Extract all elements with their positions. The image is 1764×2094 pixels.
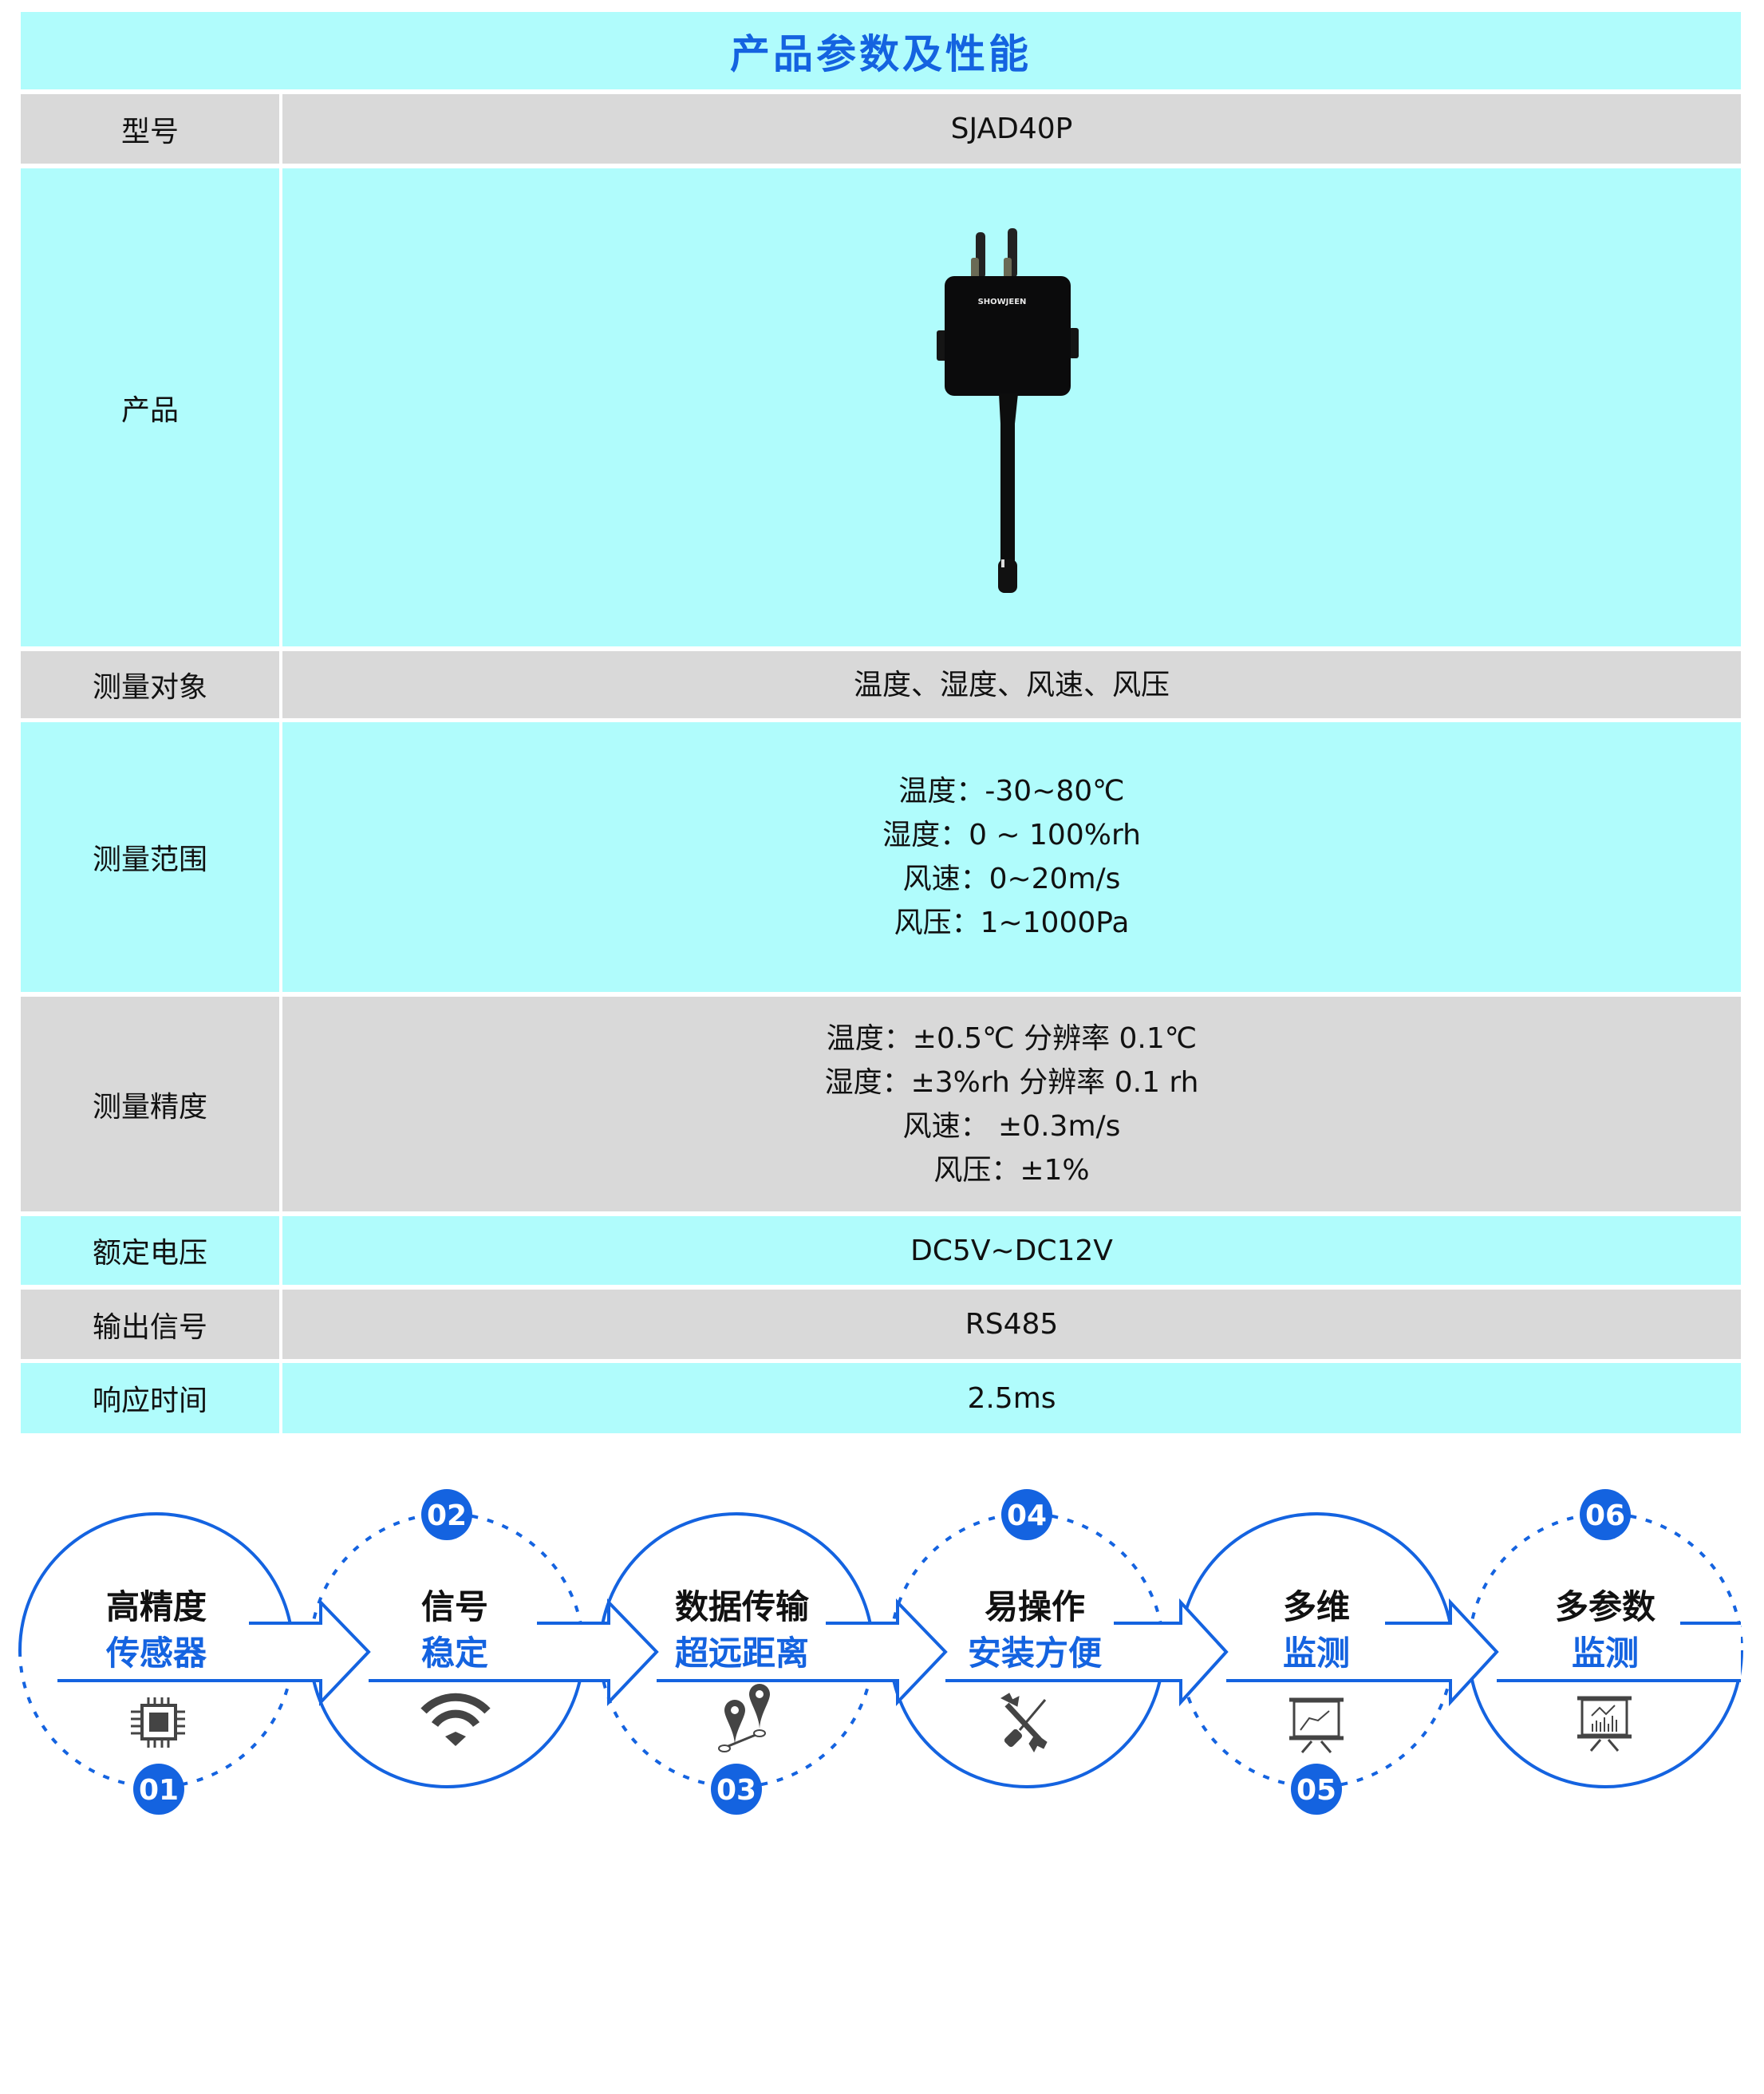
page-title: 产品参数及性能 [730,30,1032,77]
feature-6-subtitle: 监测 [1572,1634,1639,1673]
value-line: 温度：-30~80℃ [898,775,1125,808]
row-value: DC5V~DC12V [282,1216,1741,1285]
table-row-measure-object: 测量对象 温度、湿度、风速、风压 [21,651,1741,718]
title-band: 产品参数及性能 [21,12,1741,89]
value-line: 风压：1~1000Pa [894,907,1130,939]
wifi-icon [420,1693,491,1746]
feature-3-subtitle: 超远距离 [675,1634,809,1673]
row-label: 输出信号 [21,1290,279,1359]
row-value: 温度、湿度、风速、风压 [282,651,1741,718]
table-row-output-signal: 输出信号 RS485 [21,1290,1741,1359]
value-line: 风压：±1% [933,1153,1090,1187]
row-value: SHOWJEEN [282,168,1741,646]
feature-4-title: 易操作 [985,1587,1085,1626]
value-line: RS485 [965,1308,1059,1341]
table-row-accuracy: 测量精度 温度：±0.5℃ 分辨率 0.1℃ 湿度：±3%rh 分辨率 0.1 … [21,997,1741,1211]
badge-05: 05 [1296,1774,1336,1807]
feature-2-title: 信号 [421,1587,488,1626]
badge-04: 04 [1007,1499,1047,1532]
feature-1-subtitle: 传感器 [105,1634,207,1673]
row-label: 型号 [21,94,279,164]
table-row-voltage: 额定电压 DC5V~DC12V [21,1216,1741,1285]
badge-03: 03 [716,1774,756,1807]
value-line: 湿度：0 ~ 100%rh [882,819,1141,851]
row-value: 2.5ms [282,1363,1741,1433]
row-label: 测量对象 [21,651,279,718]
sensor-device-icon: SHOWJEEN [937,227,1079,593]
value-line: 风速：0~20m/s [902,863,1121,895]
badge-01: 01 [139,1774,179,1807]
table-row-model: 型号 SJAD40P [21,94,1741,164]
tools-icon [1000,1693,1048,1753]
feature-6-title: 多参数 [1555,1587,1655,1626]
bar-chart-board-icon [1577,1696,1632,1752]
product-photo: SHOWJEEN [908,184,1115,631]
feature-1-title: 高精度 [106,1587,207,1626]
value-line: 温度：±0.5℃ 分辨率 0.1℃ [826,1021,1198,1055]
badge-06: 06 [1585,1499,1625,1532]
table-row-measure-range: 测量范围 温度：-30~80℃ 湿度：0 ~ 100%rh 风速：0~20m/s… [21,722,1741,992]
value-line: 湿度：±3%rh 分辨率 0.1 rh [824,1065,1199,1099]
row-value: 温度：±0.5℃ 分辨率 0.1℃ 湿度：±3%rh 分辨率 0.1 rh 风速… [282,997,1741,1211]
row-value: RS485 [282,1290,1741,1359]
feature-5-subtitle: 监测 [1283,1634,1350,1673]
feature-4-subtitle: 安装方便 [968,1634,1103,1673]
table-row-response-time: 响应时间 2.5ms [21,1363,1741,1433]
value-line: 风速： ±0.3m/s [902,1109,1121,1143]
chip-icon [131,1697,185,1748]
line-chart-board-icon [1289,1697,1344,1753]
row-label: 额定电压 [21,1216,279,1285]
feature-5-title: 多维 [1283,1587,1350,1626]
feature-3-title: 数据传输 [675,1587,810,1626]
model-value: SJAD40P [950,113,1073,145]
row-label: 产品 [21,168,279,646]
row-value: 温度：-30~80℃ 湿度：0 ~ 100%rh 风速：0~20m/s 风压：1… [282,722,1741,992]
feature-badges [133,1489,1631,1815]
row-label: 响应时间 [21,1363,279,1433]
row-label: 测量范围 [21,722,279,992]
badge-02: 02 [427,1499,467,1532]
feature-2-subtitle: 稳定 [421,1634,488,1673]
value-line: 2.5ms [967,1381,1056,1415]
brand-label: SHOWJEEN [978,298,1027,306]
table-row-product: 产品 SHOWJEEN [21,168,1741,646]
row-value: SJAD40P [282,94,1741,164]
value-line: 温度、湿度、风速、风压 [853,668,1170,701]
value-line: DC5V~DC12V [910,1234,1113,1267]
row-label: 测量精度 [21,997,279,1211]
location-pins-icon [718,1684,770,1752]
